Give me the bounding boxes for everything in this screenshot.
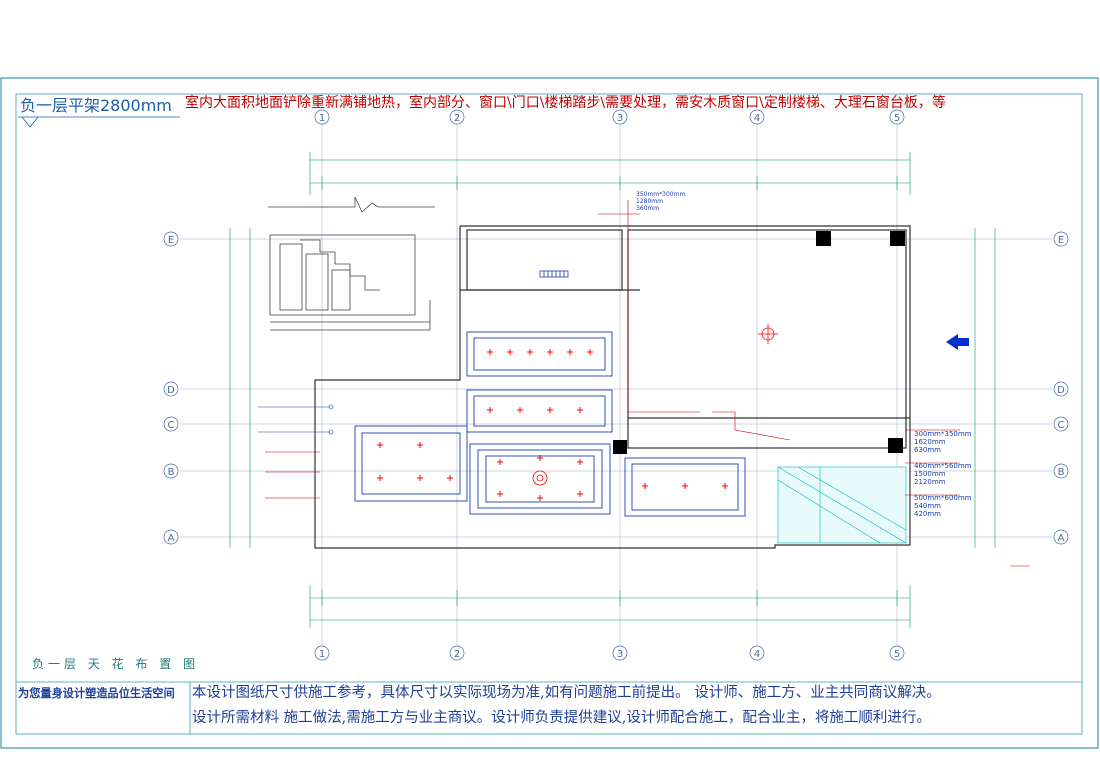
footer-note-line1: 本设计图纸尺寸供施工参考，具体尺寸以实际现场为准,如有问题施工前提出。 设计师、…	[192, 685, 941, 701]
blue-leaders	[258, 404, 334, 435]
renovation-note: 室内大面积地面铲除重新满铺地热，室内部分、窗口\门口\楼梯踏步\需要处理，需安木…	[185, 95, 946, 111]
drawing-title: 负一层 天 花 布 置 图	[32, 657, 200, 671]
grid-bubbles-top	[314, 109, 905, 125]
grid-col-label-top: 5	[894, 113, 900, 124]
stair-elevation	[268, 196, 435, 331]
grid-col-label-bottom: 3	[617, 649, 623, 660]
spec-text: 500mm*600mm	[914, 494, 972, 502]
grid-row-label-left: C	[168, 420, 175, 431]
glass-area	[777, 466, 907, 544]
radiator	[539, 270, 569, 278]
spec-text: 350mm*300mm	[636, 191, 685, 198]
entrance-arrow	[946, 334, 969, 350]
chandelier	[532, 324, 778, 486]
grid-row-label-right: E	[1058, 235, 1064, 246]
grid-col-label-top: 4	[754, 113, 760, 124]
grid-row-label-left: A	[168, 533, 175, 544]
company-slogan: 为您量身设计塑造品位生活空间	[18, 687, 175, 700]
spec-text: 540mm	[914, 502, 941, 510]
spec-text: 420mm	[914, 510, 941, 518]
spec-text: 1280mm	[636, 198, 663, 205]
spec-callouts-right: 300mm*350mm 1620mm 630mm 460mm*560mm 150…	[914, 430, 972, 518]
spec-text: 360mm	[636, 205, 659, 212]
spec-text: 1500mm	[914, 470, 946, 478]
ceiling-lights	[377, 349, 728, 501]
grid-lines-vertical	[321, 124, 898, 645]
spec-callouts-top: 350mm*300mm 1280mm 360mm	[636, 191, 685, 212]
grid-col-label-bottom: 1	[319, 649, 325, 660]
dimension-chains	[229, 152, 996, 628]
grid-col-label-bottom: 5	[894, 649, 900, 660]
grid-row-label-left: B	[168, 467, 175, 478]
grid-bubbles-left	[163, 231, 179, 545]
grid-row-label-right: C	[1058, 420, 1065, 431]
grid-row-label-left: E	[168, 235, 174, 246]
grid-labels: 1 2 3 4 5 1 2 3 4 5 E D C B A E D C B A	[167, 113, 1065, 660]
grid-row-label-left: D	[167, 385, 175, 396]
grid-row-label-right: B	[1058, 467, 1065, 478]
level-label: 负一层平架2800mm	[20, 96, 172, 115]
grid-bubbles-bottom	[314, 645, 905, 661]
grid-bubbles-right	[1053, 231, 1069, 545]
grid-lines-horizontal	[180, 238, 1052, 538]
spec-text: 460mm*560mm	[914, 462, 972, 470]
level-marker	[18, 116, 180, 128]
red-leaders	[265, 200, 1030, 567]
grid-col-label-bottom: 2	[454, 649, 460, 660]
spec-text: 1620mm	[914, 438, 946, 446]
spec-text: 300mm*350mm	[914, 430, 972, 438]
grid-row-label-right: A	[1058, 533, 1065, 544]
grid-col-label-top: 2	[454, 113, 460, 124]
floor-plan-walls	[314, 225, 911, 549]
spec-text: 2120mm	[914, 478, 946, 486]
spec-text: 630mm	[914, 446, 941, 454]
grid-col-label-top: 3	[617, 113, 623, 124]
footer-note-line2: 设计所需材料 施工做法,需施工方与业主商议。设计师负责提供建议,设计师配合施工，…	[192, 710, 931, 726]
grid-row-label-right: D	[1057, 385, 1065, 396]
grid-col-label-bottom: 4	[754, 649, 760, 660]
columns	[613, 231, 905, 454]
grid-col-label-top: 1	[319, 113, 325, 124]
sheet-frame	[0, 77, 1099, 749]
